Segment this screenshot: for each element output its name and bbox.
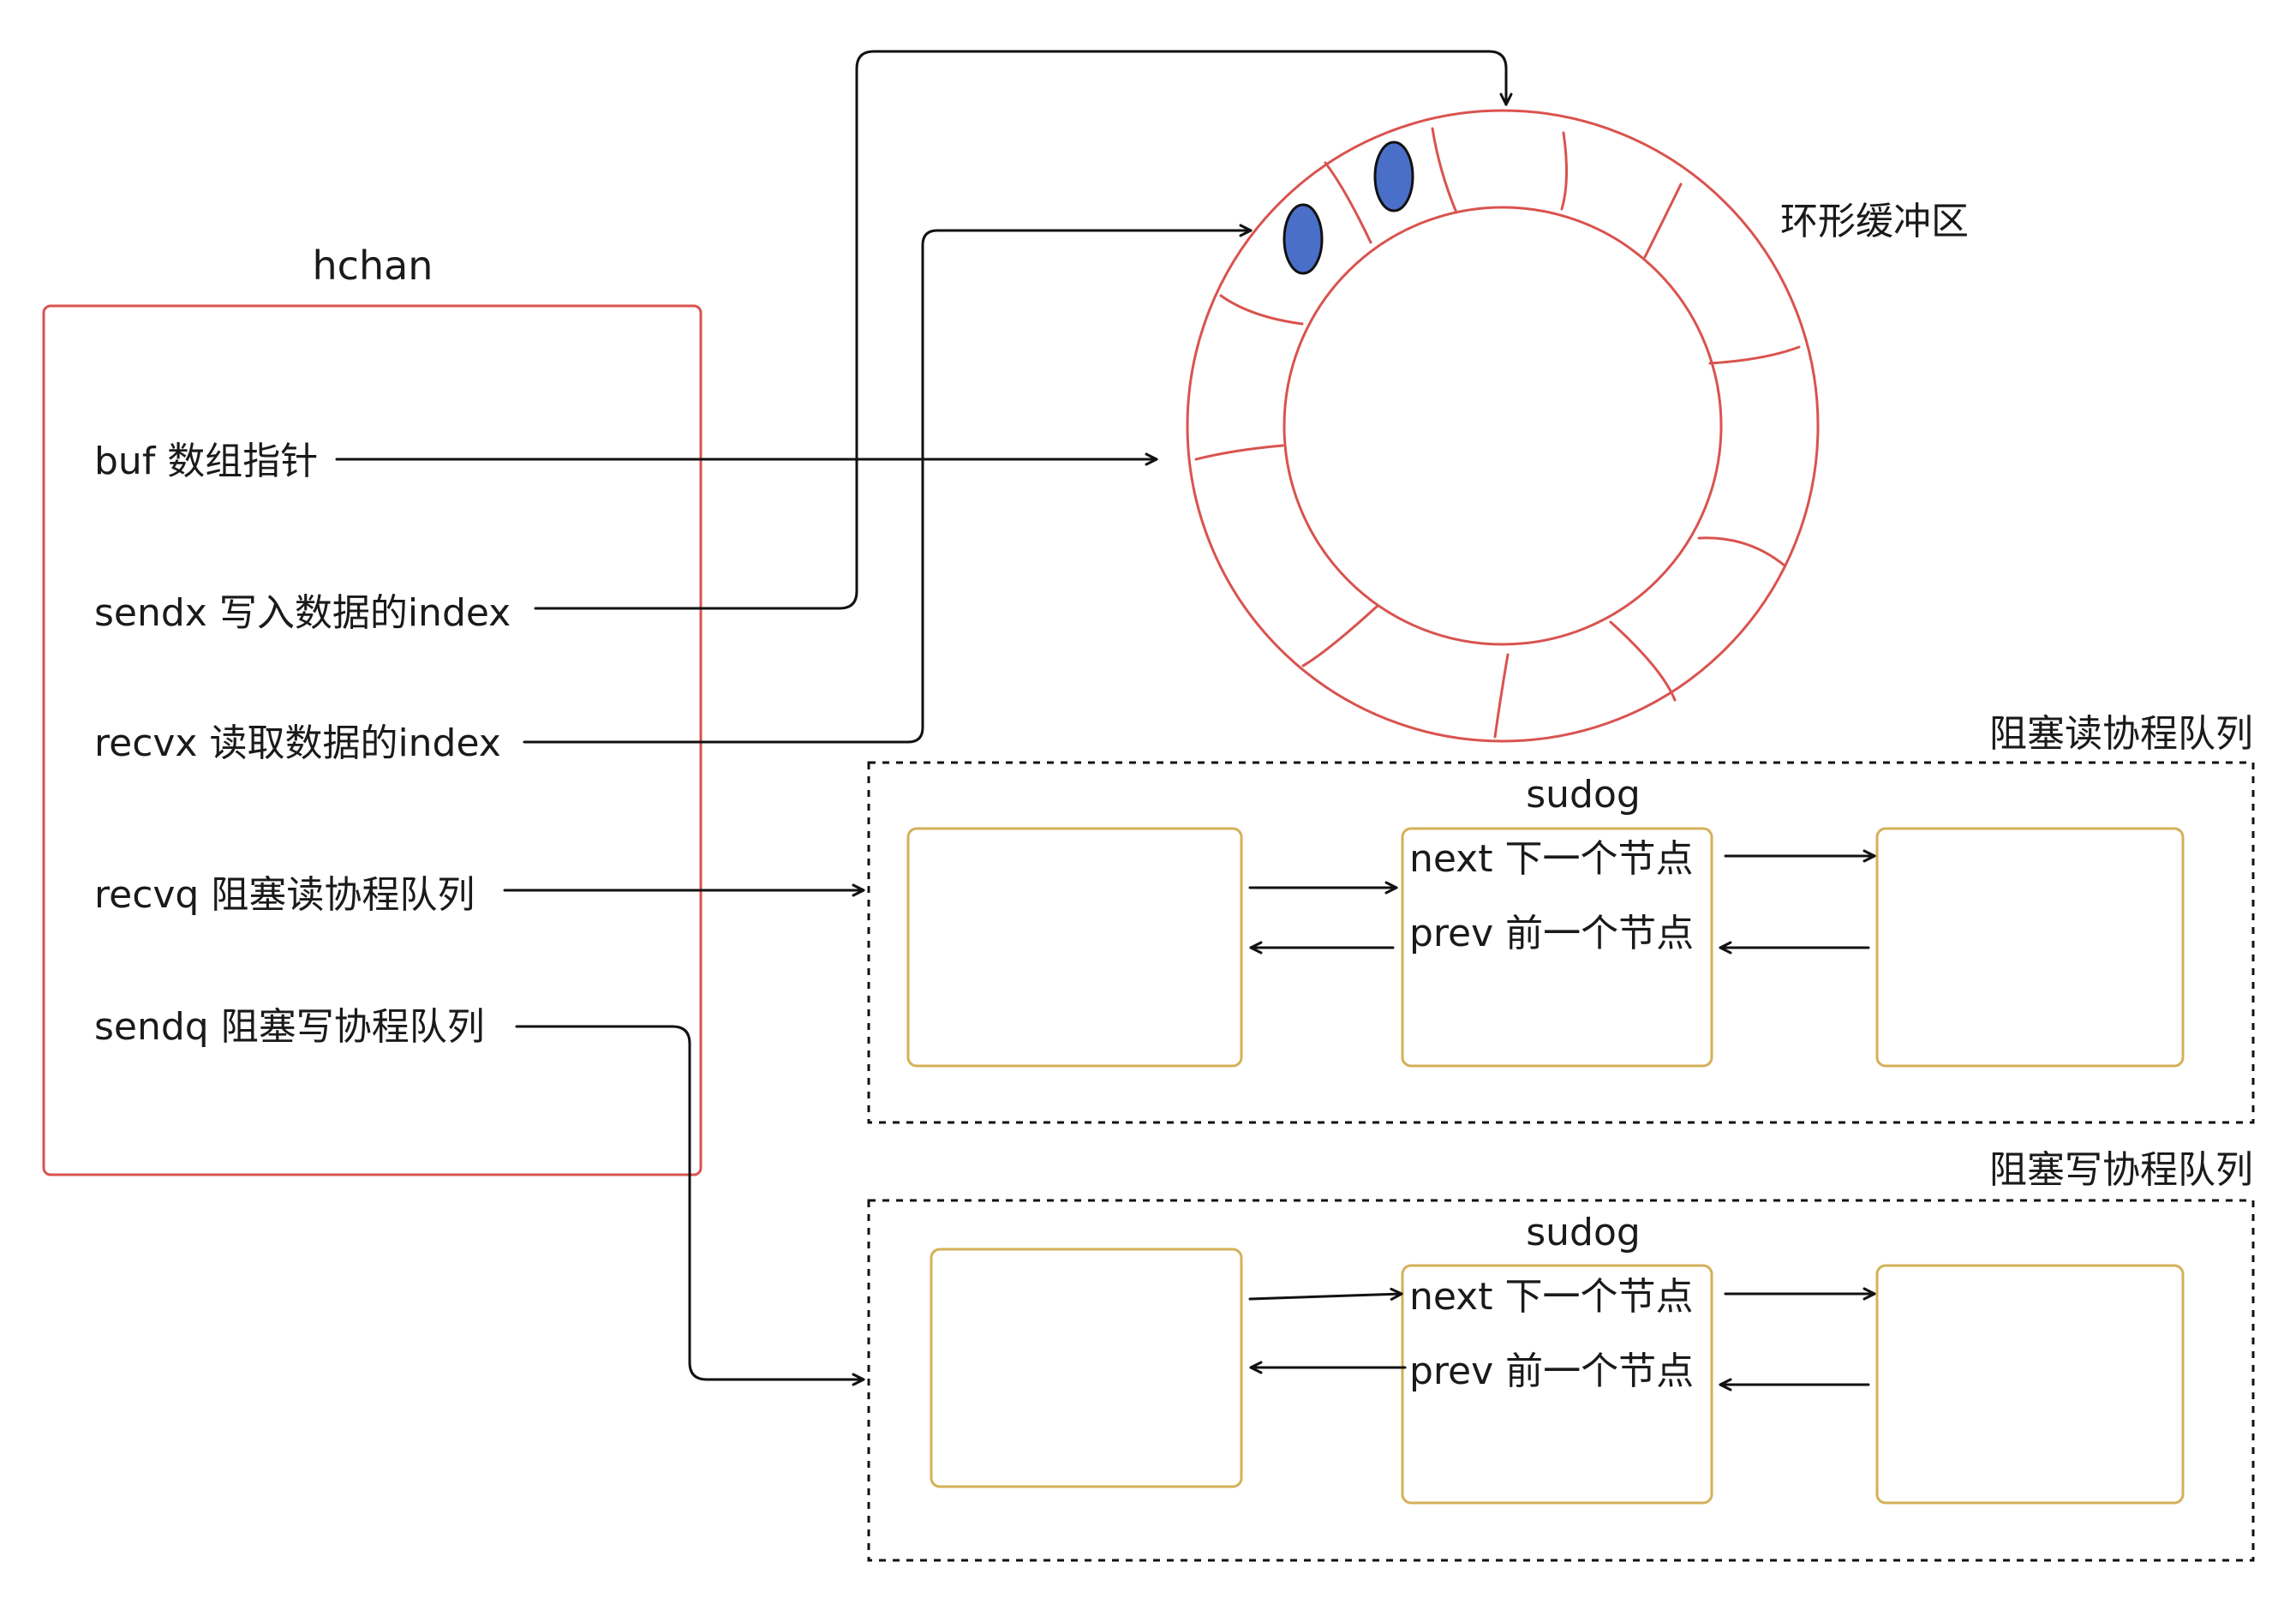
arrows (335, 50, 1513, 1386)
recv-queue-label: 阻塞读协程队列 (1989, 712, 2253, 756)
recv-queue: 阻塞读协程队列 sudog next 下一个节点 prev 前一个节点 (867, 712, 2255, 1124)
ring-slot-dividers (1194, 127, 1801, 739)
field-recvx: recvx 读取数据的index (94, 721, 501, 765)
ring-outer (1186, 109, 1820, 743)
send-sudog-node (1401, 1264, 1713, 1505)
arrow-sendx (534, 50, 1513, 610)
recv-next-label: next 下一个节点 (1409, 837, 1693, 881)
hchan-box (42, 304, 703, 1176)
send-sudog-title: sudog (1526, 1211, 1641, 1254)
recv-sudog-title: sudog (1526, 773, 1641, 817)
recv-sudog-prev-node (906, 827, 1243, 1068)
send-sudog-prev-node (930, 1248, 1243, 1488)
recv-sudog-next-node (1875, 827, 2185, 1068)
ring-element-1 (1283, 203, 1324, 275)
send-arrow-in-next (1248, 1287, 1403, 1301)
recv-queue-frame (867, 761, 2255, 1124)
field-recvq: recvq 阻塞读协程队列 (94, 873, 475, 917)
ring-label: 环形缓冲区 (1780, 200, 1969, 243)
hchan-title: hchan (313, 242, 433, 289)
arrow-recvx (523, 224, 1253, 744)
field-buf: buf 数组指针 (94, 440, 318, 483)
ring-buffer (1186, 109, 1820, 743)
recv-sudog-node (1401, 827, 1713, 1068)
field-sendq: sendq 阻塞写协程队列 (94, 1005, 485, 1049)
send-queue: 阻塞写协程队列 sudog next 下一个节点 prev 前一个节点 (867, 1148, 2255, 1562)
send-sudog-next-node (1875, 1264, 2185, 1505)
field-sendx: sendx 写入数据的index (94, 591, 511, 635)
ring-inner (1283, 206, 1723, 646)
ring-element-2 (1373, 141, 1414, 212)
send-queue-label: 阻塞写协程队列 (1989, 1148, 2253, 1192)
send-next-label: next 下一个节点 (1409, 1275, 1693, 1319)
arrow-sendq (515, 1025, 865, 1386)
send-queue-frame (867, 1199, 2255, 1562)
send-prev-label: prev 前一个节点 (1409, 1350, 1694, 1393)
recv-prev-label: prev 前一个节点 (1409, 912, 1694, 955)
